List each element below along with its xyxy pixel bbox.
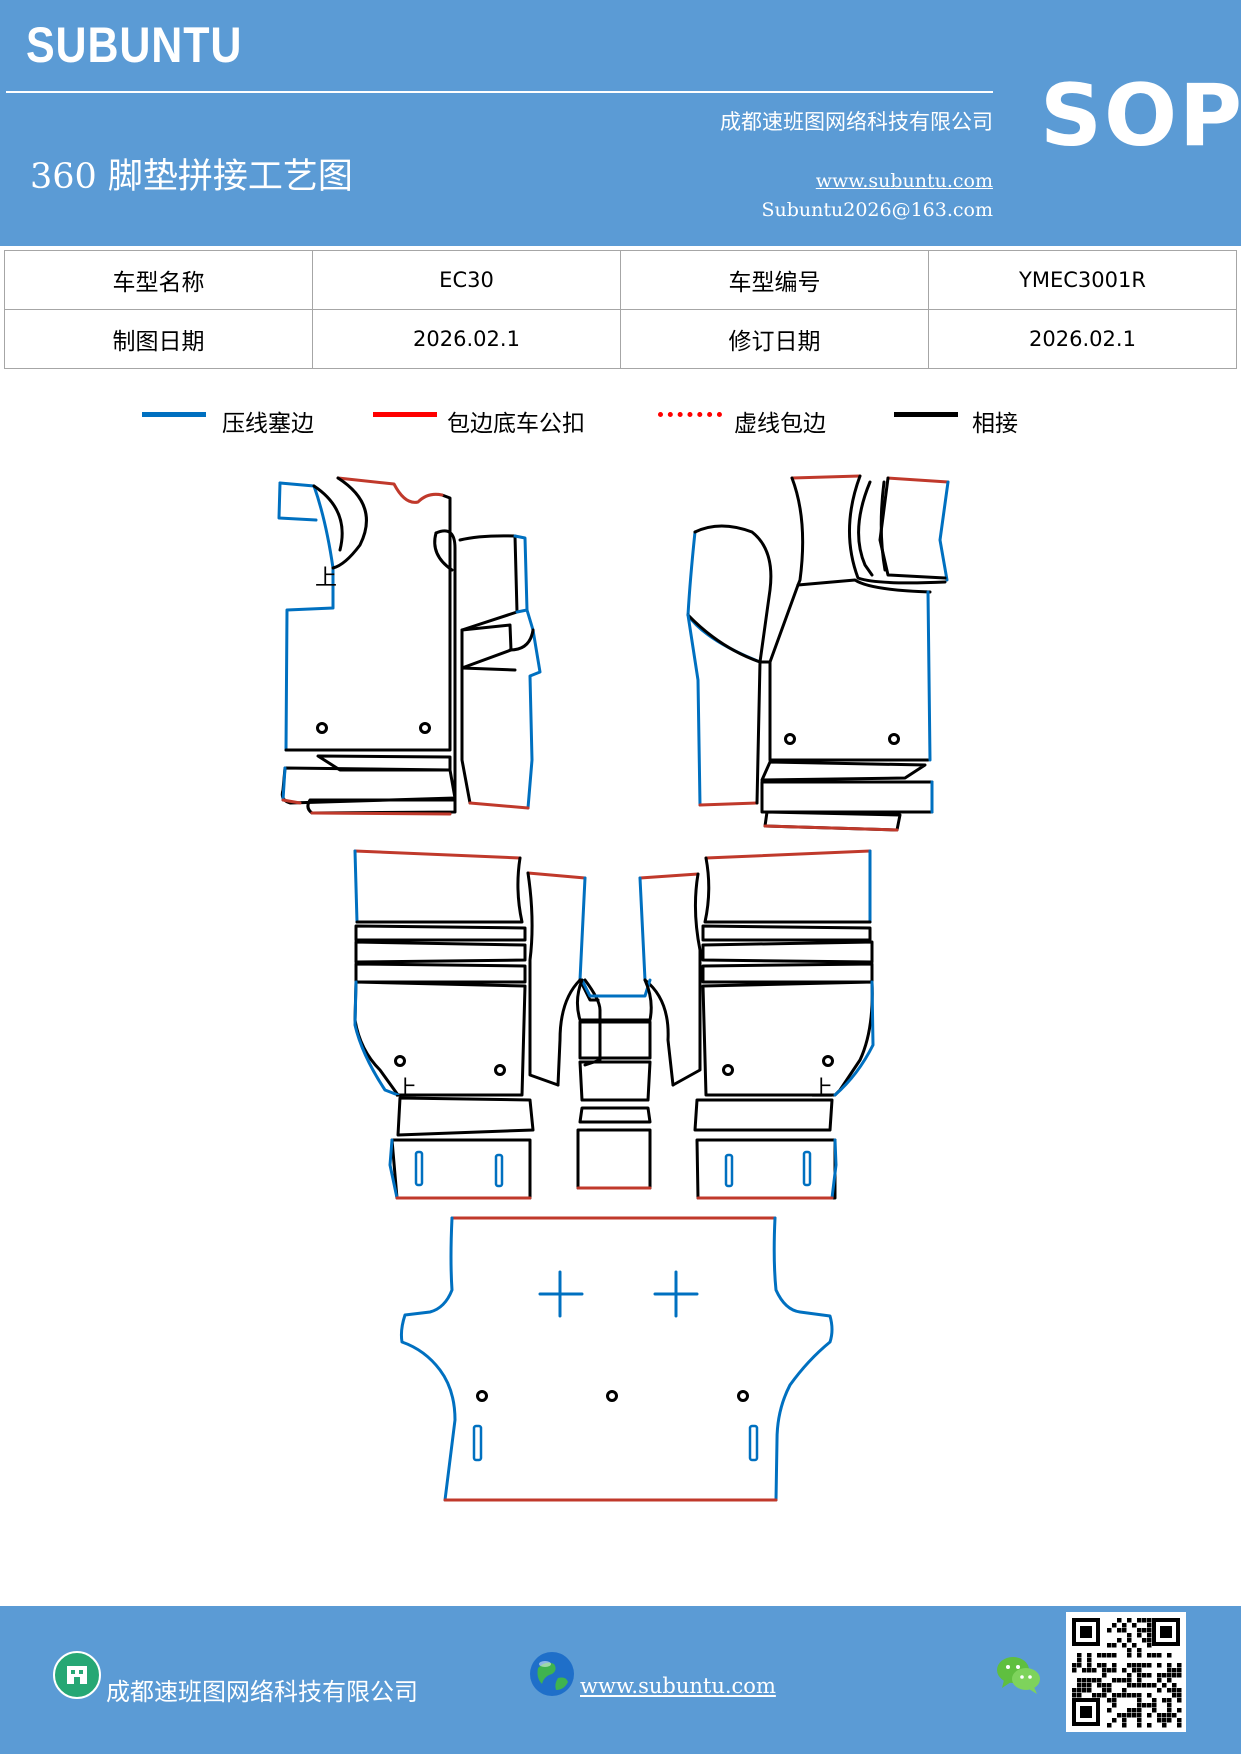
building-icon bbox=[53, 1651, 101, 1699]
legend-label: 包边底车公扣 bbox=[447, 411, 585, 437]
brand-logo: SUBUNTU bbox=[26, 17, 243, 73]
trunk-mat bbox=[399, 1216, 834, 1502]
footer-bar: 成都速班图网络科技有限公司 www.subuntu.com bbox=[0, 1606, 1241, 1754]
rear-center-mat bbox=[575, 872, 702, 1190]
globe-icon bbox=[530, 1652, 574, 1696]
qr-code-icon bbox=[1066, 1612, 1186, 1732]
website-link[interactable]: www.subuntu.com bbox=[815, 170, 993, 192]
legend: 压线塞边 包边底车公扣 虚线包边 相接 bbox=[0, 404, 1241, 444]
wechat-icon[interactable] bbox=[996, 1654, 1042, 1696]
legend-swatch bbox=[894, 412, 958, 417]
table-cell: EC30 bbox=[312, 250, 621, 310]
table-row: 制图日期 2026.02.1 修订日期 2026.02.1 bbox=[4, 309, 1237, 369]
legend-swatch bbox=[658, 412, 722, 417]
footer-website-link[interactable]: www.subuntu.com bbox=[580, 1674, 776, 1698]
qr-code-graphic bbox=[1066, 1612, 1186, 1732]
sop-badge: SOP bbox=[1040, 66, 1241, 166]
table-cell: 2026.02.1 bbox=[312, 309, 621, 369]
legend-swatch bbox=[373, 412, 437, 417]
footer-company: 成都速班图网络科技有限公司 bbox=[106, 1678, 418, 1706]
table-cell: 车型编号 bbox=[620, 250, 929, 310]
table-cell: 修订日期 bbox=[620, 309, 929, 369]
legend-swatch bbox=[142, 412, 206, 417]
front-left-mat: 上 bbox=[277, 476, 542, 816]
company-name: 成都速班图网络科技有限公司 bbox=[720, 110, 993, 134]
table-cell: 制图日期 bbox=[4, 309, 313, 369]
rear-right-mat: 上 bbox=[693, 849, 875, 1200]
rear-left-mat: 上 bbox=[353, 849, 587, 1200]
table-cell: YMEC3001R bbox=[928, 250, 1237, 310]
top-mark: 上 bbox=[811, 1077, 833, 1102]
header-divider bbox=[6, 91, 993, 93]
legend-label: 相接 bbox=[972, 411, 1018, 437]
table-cell: 2026.02.1 bbox=[928, 309, 1237, 369]
page-title: 360 脚垫拼接工艺图 bbox=[30, 157, 353, 197]
top-mark: 上 bbox=[315, 566, 337, 591]
legend-label: 虚线包边 bbox=[734, 411, 826, 437]
front-right-mat bbox=[686, 474, 950, 832]
top-mark: 上 bbox=[395, 1077, 417, 1102]
table-row: 车型名称 EC30 车型编号 YMEC3001R bbox=[4, 250, 1237, 310]
email-address: Subuntu2026@163.com bbox=[761, 199, 993, 221]
info-table: 车型名称 EC30 车型编号 YMEC3001R 制图日期 2026.02.1 … bbox=[4, 250, 1237, 369]
header-bar: SUBUNTU SOP 360 脚垫拼接工艺图 成都速班图网络科技有限公司 ww… bbox=[0, 0, 1241, 246]
legend-label: 压线塞边 bbox=[222, 411, 314, 437]
table-cell: 车型名称 bbox=[4, 250, 313, 310]
